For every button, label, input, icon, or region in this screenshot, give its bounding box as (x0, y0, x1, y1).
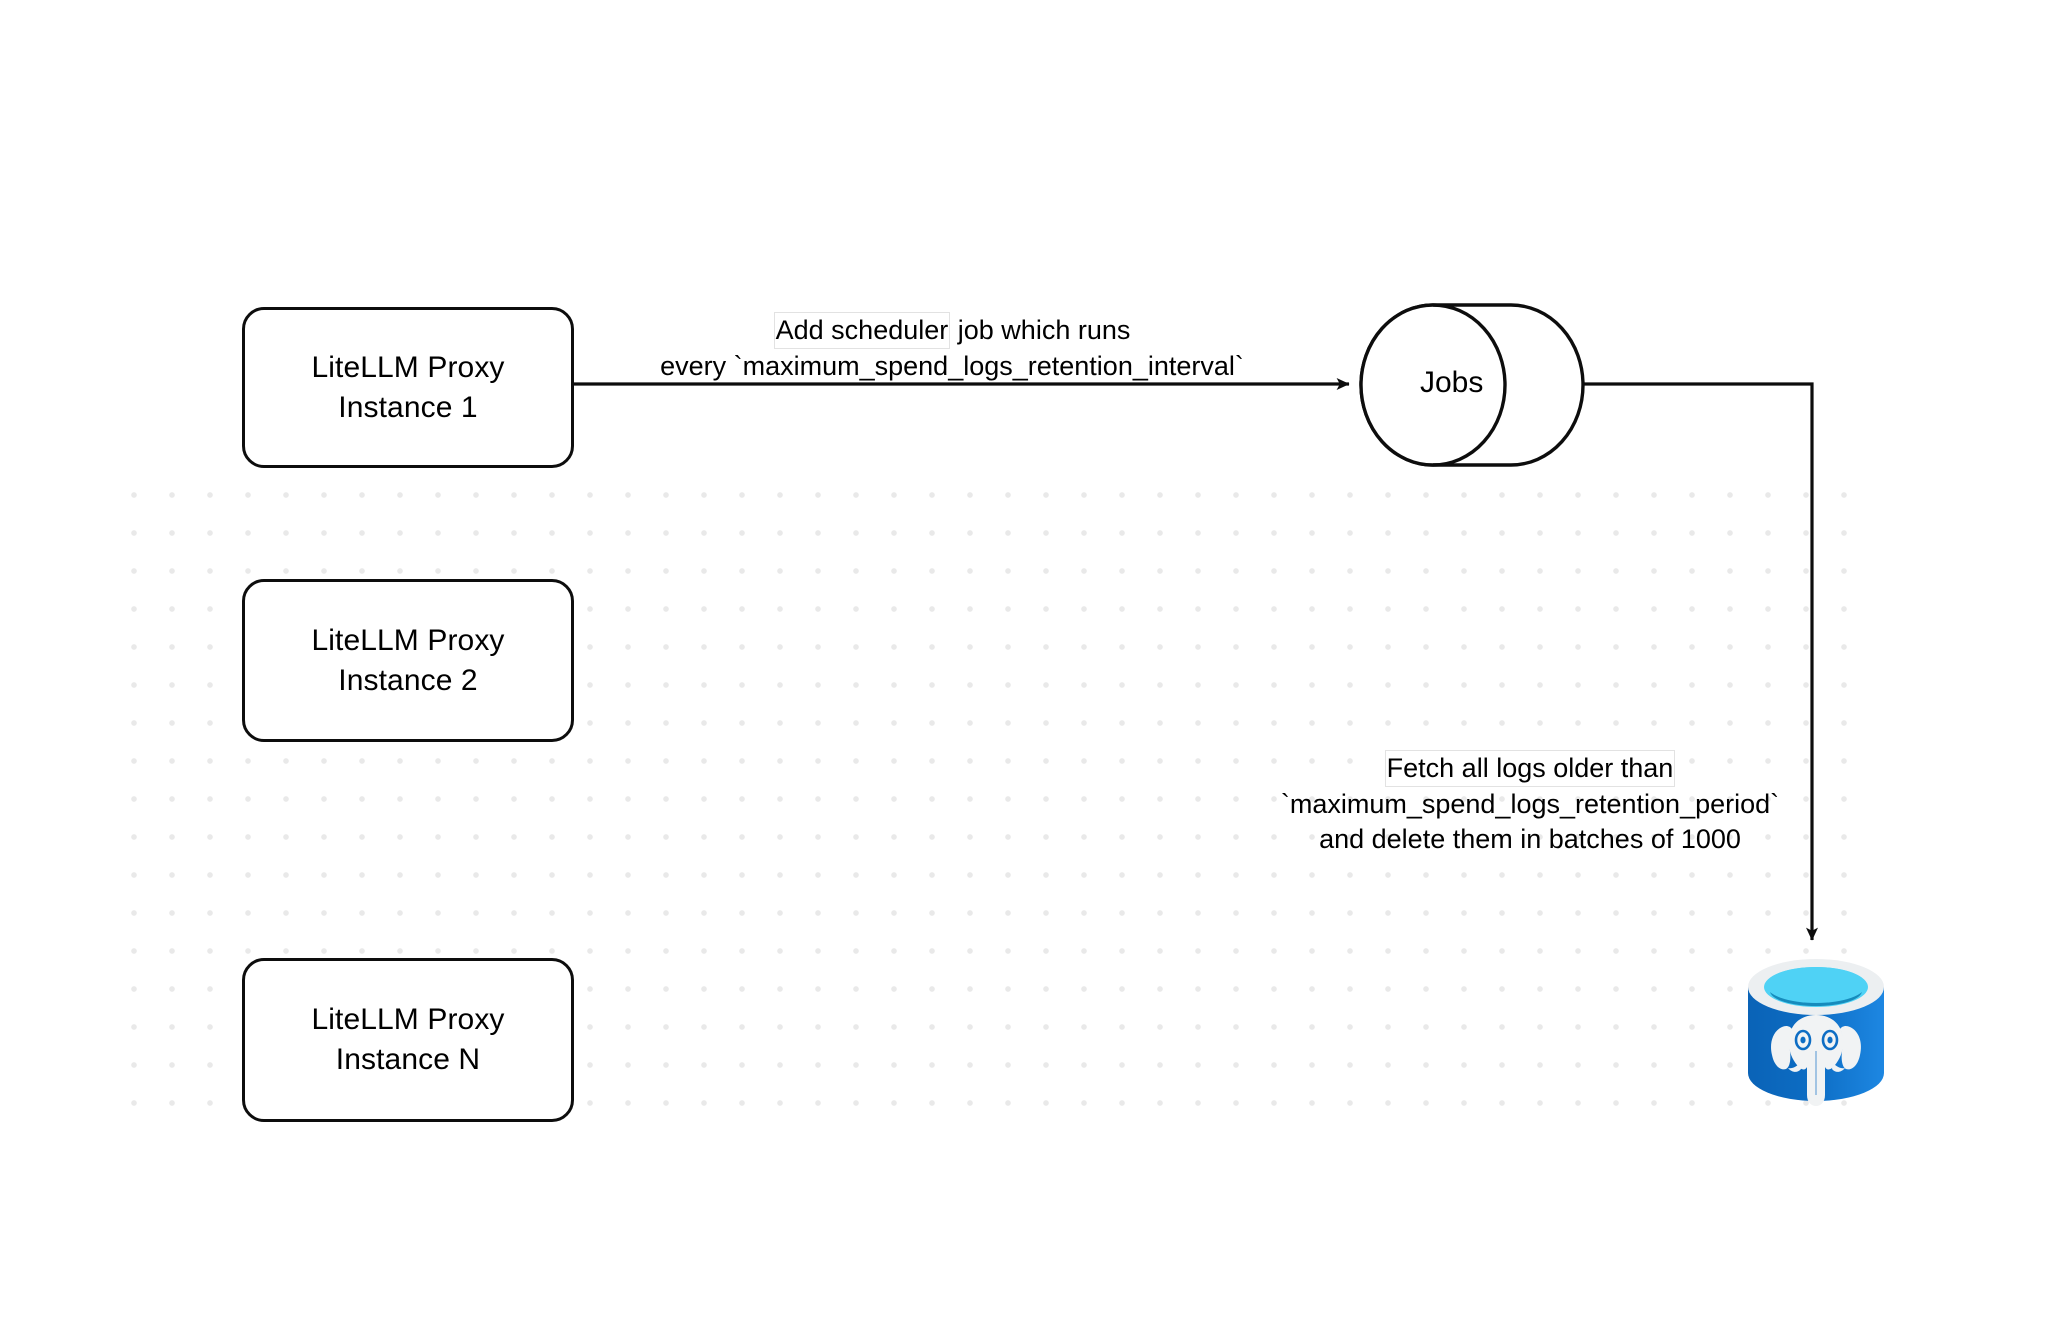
edge-label-line-1-rest: job which runs (950, 315, 1131, 345)
node-label-line-2: Instance N (335, 1043, 481, 1076)
node-label-line-1: LiteLLM Proxy (311, 350, 505, 384)
edge-label-line-1: Add scheduler job which runs (612, 312, 1292, 350)
edge-label-line-2: every `maximum_spend_logs_retention_inte… (660, 351, 1244, 382)
node-label-line-2: Instance 2 (338, 663, 478, 697)
edge-label-fetch-and-delete-logs: Fetch all logs older than `maximum_spend… (1240, 750, 1820, 857)
jobs-cylinder-shape (1359, 303, 1585, 467)
node-litellm-proxy-instance-1[interactable]: LiteLLM Proxy Instance 1 (242, 307, 574, 468)
node-litellm-proxy-instance-n[interactable]: LiteLLM Proxy Instance N (242, 958, 574, 1122)
edge-jobs-to-postgres (1583, 382, 1818, 941)
edge-label-line-3: and delete them in batches of 1000 (1319, 824, 1741, 855)
node-litellm-proxy-instance-2[interactable]: LiteLLM Proxy Instance 2 (242, 579, 574, 742)
edge-label-line-1: Fetch all logs older than (1240, 750, 1820, 788)
edge-label-highlight: Add scheduler (773, 312, 951, 350)
node-label-jobs: Jobs (1420, 366, 1484, 399)
node-label-line-1: LiteLLM Proxy (311, 623, 505, 657)
edge-label-highlight: Fetch all logs older than (1384, 750, 1676, 788)
node-label-line-1: LiteLLM Proxy (311, 1003, 505, 1037)
postgres-database-icon (1748, 959, 1884, 1106)
edge-label-line-2: `maximum_spend_logs_retention_period` (1280, 789, 1780, 820)
node-label-line-2: Instance 1 (338, 390, 478, 424)
edge-label-add-scheduler-job: Add scheduler job which runs every `maxi… (612, 312, 1292, 384)
